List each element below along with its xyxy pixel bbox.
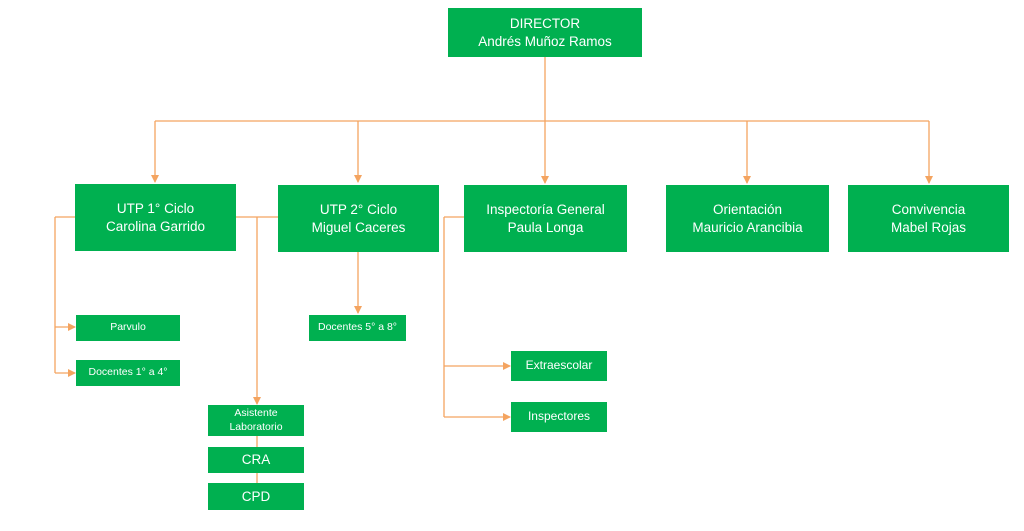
convivencia-title: Convivencia: [891, 201, 966, 217]
docentes-1-4-label: Docentes 1° a 4°: [88, 366, 168, 379]
asistente-line1: Asistente: [234, 407, 278, 420]
utp1-box: UTP 1° Ciclo Carolina Garrido: [75, 184, 236, 251]
utp2-name: Miguel Caceres: [311, 219, 406, 235]
cpd-box: CPD: [208, 483, 304, 510]
extraescolar-box: Extraescolar: [511, 351, 607, 381]
convivencia-box: Convivencia Mabel Rojas: [848, 185, 1009, 252]
cra-label: CRA: [241, 452, 271, 468]
orientacion-box: Orientación Mauricio Arancibia: [666, 185, 829, 252]
asistente-line2: Laboratorio: [229, 420, 283, 433]
director-title: DIRECTOR: [509, 15, 581, 31]
utp1-name: Carolina Garrido: [105, 218, 206, 234]
orientacion-name: Mauricio Arancibia: [692, 219, 803, 235]
inspectoria-title: Inspectoría General: [486, 201, 605, 217]
inspectoria-box: Inspectoría General Paula Longa: [464, 185, 627, 252]
utp2-box: UTP 2° Ciclo Miguel Caceres: [278, 185, 439, 252]
parvulo-box: Parvulo: [76, 315, 180, 341]
utp2-title: UTP 2° Ciclo: [319, 201, 398, 217]
utp1-title: UTP 1° Ciclo: [116, 200, 195, 216]
asistente-laboratorio-box: Asistente Laboratorio: [208, 405, 304, 436]
docentes-1-4-box: Docentes 1° a 4°: [76, 360, 180, 386]
cpd-label: CPD: [241, 488, 271, 504]
docentes-5-8-label: Docentes 5° a 8°: [317, 321, 398, 334]
convivencia-name: Mabel Rojas: [890, 219, 967, 235]
director-box: DIRECTOR Andrés Muñoz Ramos: [448, 8, 642, 57]
inspectores-box: Inspectores: [511, 402, 607, 432]
docentes-5-8-box: Docentes 5° a 8°: [309, 315, 406, 341]
inspectoria-name: Paula Longa: [507, 219, 584, 235]
parvulo-label: Parvulo: [110, 321, 146, 334]
director-name: Andrés Muñoz Ramos: [478, 33, 612, 49]
orientacion-title: Orientación: [712, 201, 783, 217]
cra-box: CRA: [208, 447, 304, 473]
inspectores-label: Inspectores: [527, 409, 591, 424]
extraescolar-label: Extraescolar: [525, 358, 593, 373]
